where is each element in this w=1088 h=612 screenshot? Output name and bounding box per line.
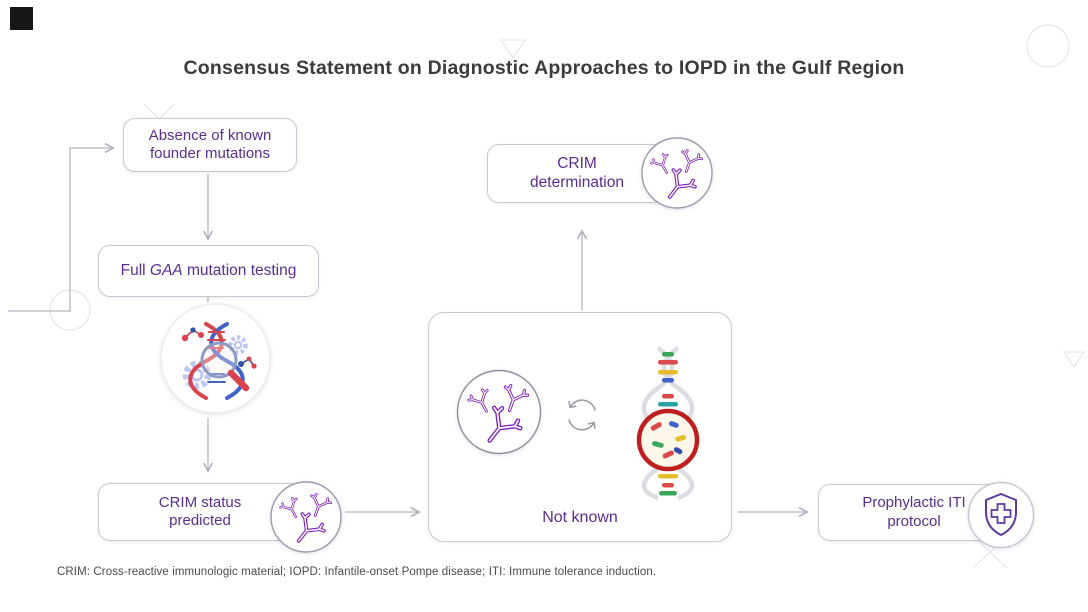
slide-title: Consensus Statement on Diagnostic Approa… — [183, 57, 905, 79]
cycle-arrows-icon — [568, 399, 596, 431]
antibody-cluster-icon — [641, 137, 713, 209]
dna-analysis-magnifier-icon — [160, 303, 271, 414]
box-text-line: Full GAA mutation testing — [120, 261, 297, 279]
box-text-line: determination — [530, 173, 624, 191]
box-text-line: CRIM — [557, 154, 597, 172]
box-text-line: Absence of known — [148, 126, 272, 144]
crim-status-predicted-box: CRIM status predicted — [98, 483, 302, 541]
box-text-line: founder mutations — [149, 145, 271, 162]
magnifier-icon — [200, 341, 250, 392]
full-gaa-mutation-testing-box: Full GAA mutation testing — [98, 245, 319, 297]
dna-base-pairs — [658, 352, 678, 496]
gaa-gene-italic: GAA — [149, 261, 183, 279]
circle-watermark — [1026, 24, 1070, 68]
entry-connector-arrow — [8, 143, 115, 312]
box-text-line: predicted — [169, 512, 231, 529]
top-left-dark-square — [10, 7, 33, 30]
magnified-base-pairs — [650, 421, 687, 459]
crim-determination-box: CRIM determination — [487, 144, 667, 203]
medical-shield-cross-icon — [967, 481, 1035, 549]
dna-strand-magnified-icon — [636, 346, 700, 501]
red-magnifier-ring — [636, 408, 700, 472]
box-text-line: protocol — [887, 512, 941, 530]
antibody-cluster-icon — [270, 481, 342, 553]
absence-of-founder-mutations-box: Absence of known founder mutations — [123, 118, 297, 172]
triangle-watermark — [499, 39, 527, 60]
box-text-line: Prophylactic ITI — [862, 494, 966, 512]
molecule-icon — [181, 327, 257, 369]
box-text-line: CRIM status — [158, 493, 242, 511]
antibody-cluster-icon — [456, 369, 542, 455]
not-known-label: Not known — [542, 509, 618, 526]
abbreviations-footnote: CRIM: Cross-reactive immunologic materia… — [57, 566, 657, 578]
triangle-watermark — [1062, 351, 1086, 369]
